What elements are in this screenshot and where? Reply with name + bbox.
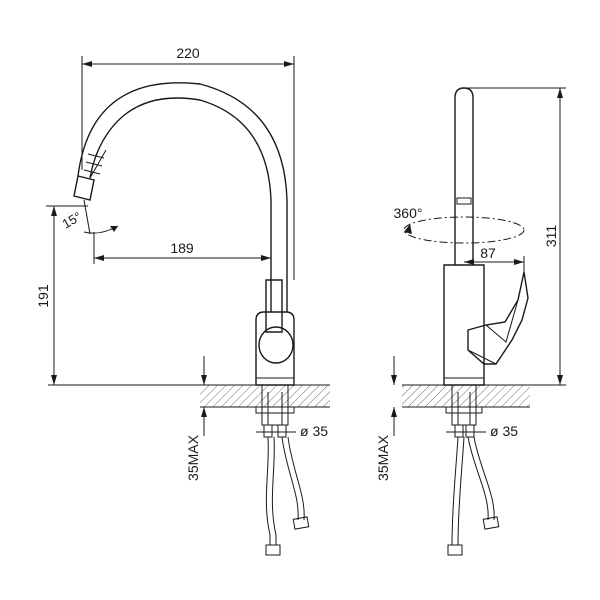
dim-max-thickness-right: 35MAX xyxy=(375,356,397,481)
countertop-right xyxy=(402,385,530,407)
label-hole-diameter-left: ø 35 xyxy=(300,423,328,439)
label-max-thickness-right: 35MAX xyxy=(375,434,391,481)
label-handle-reach: 87 xyxy=(480,245,496,261)
hoses-left xyxy=(265,436,310,556)
dim-overall-width: 220 xyxy=(81,45,295,280)
hoses-right xyxy=(447,436,500,556)
label-tilt-angle: 15° xyxy=(59,209,84,232)
label-overall-width: 220 xyxy=(176,45,200,61)
dim-hole-diameter-left: ø 35 xyxy=(256,423,328,439)
side-view: 360° 87 311 xyxy=(375,87,566,556)
label-hole-diameter-right: ø 35 xyxy=(490,423,518,439)
dim-overall-height: 311 xyxy=(466,87,566,386)
label-spout-height: 191 xyxy=(35,284,51,308)
dim-hole-diameter-right: ø 35 xyxy=(446,423,518,439)
faucet-body-left xyxy=(73,82,295,386)
label-spout-reach: 189 xyxy=(170,240,194,256)
rotation-indicator: 360° xyxy=(394,205,525,244)
label-rotation: 360° xyxy=(394,205,423,221)
label-overall-height: 311 xyxy=(543,225,559,248)
dim-tilt-angle: 15° xyxy=(59,199,119,235)
dim-spout-height: 191 xyxy=(35,205,88,385)
front-view: 220 189 191 15° xyxy=(35,45,330,556)
label-max-thickness-left: 35MAX xyxy=(185,434,201,481)
dim-max-thickness-left: 35MAX xyxy=(185,356,207,481)
mounting-shank-right xyxy=(445,384,483,438)
dim-spout-reach: 189 xyxy=(93,232,271,264)
dim-handle-reach: 87 xyxy=(464,245,525,272)
countertop-left xyxy=(200,385,330,407)
